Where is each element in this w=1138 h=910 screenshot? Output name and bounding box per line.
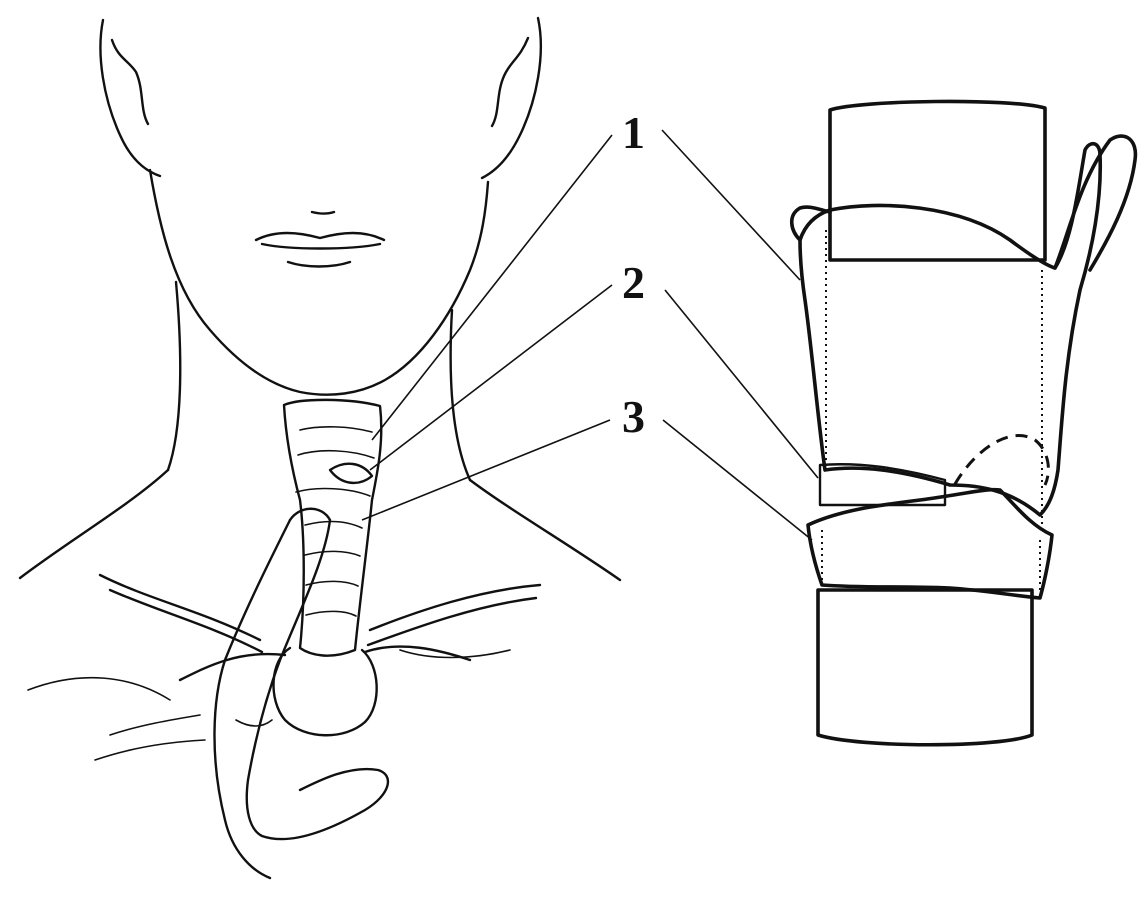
- upper-tissue-block: [830, 101, 1045, 260]
- right-clavicle: [368, 585, 540, 645]
- thyroid-cartilage: [800, 144, 1100, 515]
- chest-line-left: [28, 678, 170, 700]
- head-neck-figure: [20, 18, 620, 878]
- retractor-left: [180, 654, 285, 680]
- larynx-model: [792, 101, 1136, 744]
- left-ear: [100, 20, 160, 176]
- mouth: [256, 233, 384, 267]
- label-1: 1: [622, 107, 645, 158]
- label-3: 3: [622, 391, 645, 442]
- knuckle-line: [236, 720, 272, 726]
- jawline: [150, 170, 488, 395]
- hand-back: [95, 715, 205, 760]
- lower-neck-tissue: [274, 648, 377, 735]
- label-2: 2: [622, 257, 645, 308]
- leader-lines: [362, 130, 818, 540]
- neck-left-side: [168, 282, 180, 470]
- nose: [312, 212, 334, 214]
- dashed-arc: [955, 436, 1048, 485]
- left-clavicle: [100, 575, 262, 652]
- right-ear: [482, 18, 541, 178]
- left-shoulder: [20, 470, 168, 578]
- finger: [247, 509, 388, 839]
- superior-horn: [1055, 136, 1135, 270]
- right-shoulder: [470, 480, 620, 580]
- lower-tissue-block: [818, 590, 1032, 745]
